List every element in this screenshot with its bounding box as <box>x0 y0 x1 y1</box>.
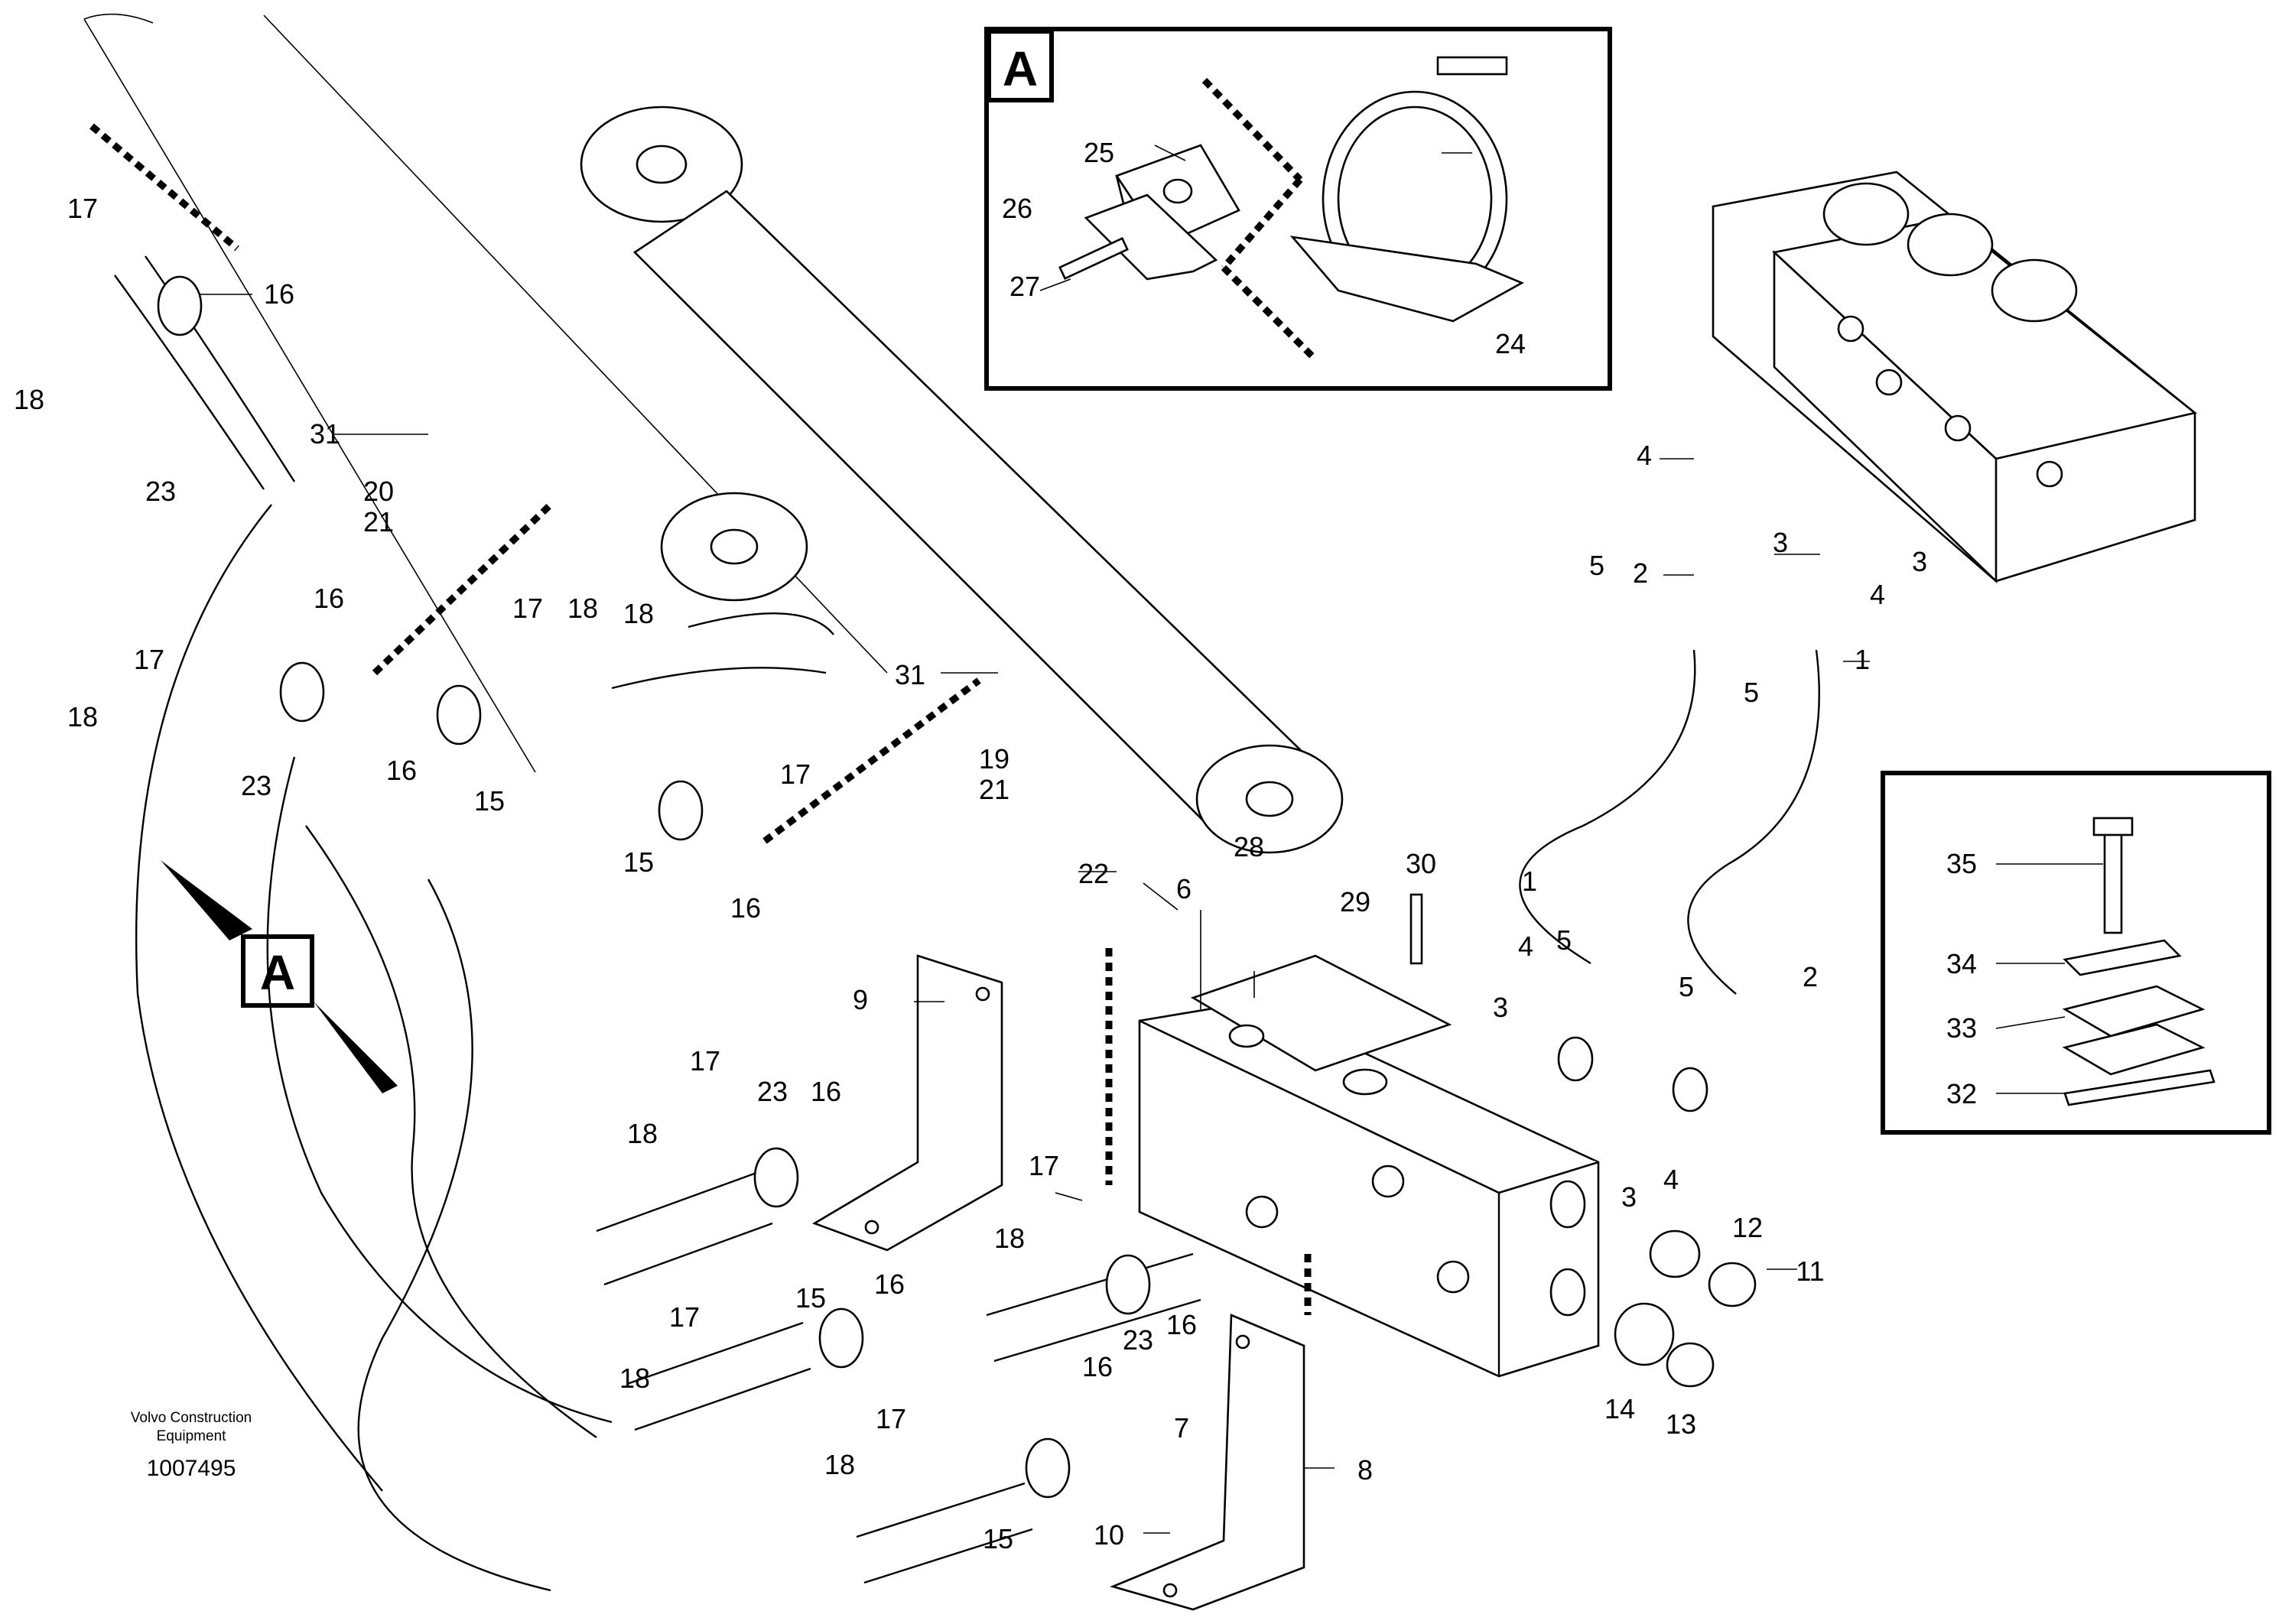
credit-line-2: Equipment <box>157 1428 227 1444</box>
callout-18a: 18 <box>14 384 44 415</box>
callout-2b: 2 <box>1803 961 1818 992</box>
assembly-paths <box>89 123 1312 1315</box>
callout-16a: 16 <box>264 278 294 310</box>
callout-17a: 17 <box>67 193 98 224</box>
boom-arm <box>83 13 888 773</box>
callout-25: 25 <box>1084 137 1114 168</box>
callout-18g: 18 <box>619 1363 650 1394</box>
bracket-left <box>811 954 1003 1252</box>
callout-16h: 16 <box>1082 1351 1113 1382</box>
callout-18h: 18 <box>824 1449 855 1480</box>
callout-17h: 17 <box>876 1403 906 1434</box>
callout-18f: 18 <box>994 1223 1025 1254</box>
callout-21a: 21 <box>363 506 394 538</box>
callout-19: 19 <box>979 743 1009 775</box>
callout-23b: 23 <box>241 770 271 801</box>
callout-3c: 3 <box>1493 992 1508 1023</box>
callout-24: 24 <box>1495 328 1526 359</box>
callout-9: 9 <box>853 984 868 1015</box>
callout-7: 7 <box>1174 1412 1189 1444</box>
callout-15a: 15 <box>474 785 505 817</box>
callout-16b: 16 <box>314 583 344 614</box>
credit-block: Volvo Construction Equipment 1007495 <box>131 1410 252 1481</box>
callout-5d: 5 <box>1679 971 1694 1002</box>
callout-16c: 16 <box>386 755 417 786</box>
callout-17g: 17 <box>669 1301 700 1333</box>
hydraulic-cylinder <box>580 106 1344 854</box>
callout-17b: 17 <box>134 644 164 675</box>
callout-5c: 5 <box>1556 924 1572 956</box>
callout-3b: 3 <box>1912 546 1927 577</box>
callout-12: 12 <box>1732 1212 1763 1243</box>
callout-16d: 16 <box>730 892 761 924</box>
callout-14: 14 <box>1604 1393 1635 1424</box>
callout-35: 35 <box>1946 848 1977 879</box>
callout-5a: 5 <box>1589 550 1604 581</box>
callout-17d: 17 <box>780 758 811 790</box>
callout-15b: 15 <box>623 846 654 878</box>
callout-18e: 18 <box>627 1118 658 1149</box>
callout-4c: 4 <box>1518 931 1533 962</box>
callout-11: 11 <box>1796 1255 1824 1287</box>
control-valve-block <box>1712 171 2197 584</box>
callout-labels: 25 26 27 24 17 16 18 23 31 20 21 16 17 1… <box>14 137 1977 1554</box>
callout-10: 10 <box>1094 1519 1124 1551</box>
callout-18d: 18 <box>623 598 654 629</box>
callout-21b: 21 <box>979 774 1009 805</box>
callout-4d: 4 <box>1663 1164 1679 1195</box>
manifold-block <box>1138 954 1600 1378</box>
callout-13: 13 <box>1666 1408 1696 1440</box>
callout-28: 28 <box>1234 831 1264 862</box>
callout-4b: 4 <box>1870 579 1885 610</box>
callout-6: 6 <box>1176 873 1192 905</box>
callout-leaders <box>199 145 2103 1534</box>
callout-17e: 17 <box>690 1045 720 1077</box>
hose-lines <box>114 255 1820 1592</box>
callout-23c: 23 <box>757 1076 788 1107</box>
callout-16e: 16 <box>811 1076 841 1107</box>
view-reference-a: A <box>161 860 398 1093</box>
callout-30: 30 <box>1406 848 1436 879</box>
callout-16g: 16 <box>1166 1309 1197 1340</box>
callout-5b: 5 <box>1744 677 1759 708</box>
callout-8: 8 <box>1357 1454 1373 1486</box>
callout-20: 20 <box>363 476 394 507</box>
callout-17c: 17 <box>512 593 543 624</box>
callout-3d: 3 <box>1621 1181 1637 1213</box>
clamp-detail-box <box>1881 771 2271 1135</box>
callout-2a: 2 <box>1633 557 1648 589</box>
callout-3a: 3 <box>1773 527 1788 558</box>
callout-15d: 15 <box>983 1523 1013 1554</box>
credit-line-1: Volvo Construction <box>131 1410 252 1426</box>
fittings <box>157 275 1757 1499</box>
callout-16f: 16 <box>874 1268 905 1300</box>
callout-18b: 18 <box>67 701 98 732</box>
view-reference-label: A <box>260 945 295 1000</box>
callout-31a: 31 <box>310 418 340 450</box>
callout-22: 22 <box>1078 858 1109 889</box>
callout-34: 34 <box>1946 948 1977 979</box>
callout-1a: 1 <box>1855 644 1870 675</box>
document-number: 1007495 <box>147 1456 236 1481</box>
bracket-right <box>1110 1314 1305 1611</box>
callout-17f: 17 <box>1029 1150 1059 1181</box>
callout-33: 33 <box>1946 1012 1977 1044</box>
callout-27: 27 <box>1009 271 1040 302</box>
callout-31b: 31 <box>895 659 925 690</box>
detail-box-label: A <box>1003 41 1038 96</box>
callout-32: 32 <box>1946 1078 1977 1109</box>
callout-1b: 1 <box>1522 866 1537 897</box>
callout-23d: 23 <box>1123 1324 1153 1356</box>
callout-29: 29 <box>1340 886 1370 918</box>
callout-4a: 4 <box>1637 440 1652 471</box>
callout-26: 26 <box>1002 193 1032 224</box>
callout-15c: 15 <box>795 1282 826 1314</box>
callout-18c: 18 <box>567 593 598 624</box>
callout-23a: 23 <box>145 476 176 507</box>
